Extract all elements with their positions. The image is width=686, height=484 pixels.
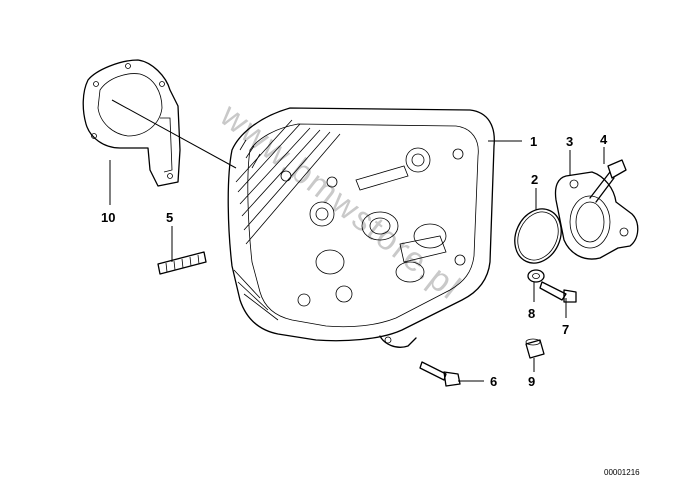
- callout-5: 5: [166, 210, 173, 225]
- leader-line-gasket: [111, 99, 237, 169]
- bolt-part-6: [419, 361, 461, 387]
- callout-10: 10: [101, 210, 115, 225]
- gasket-part-10: [82, 59, 181, 187]
- callout-1: 1: [530, 134, 537, 149]
- callout-8: 8: [528, 306, 535, 321]
- o-ring-part-2: [514, 208, 562, 264]
- bolt-part-7: [539, 281, 577, 303]
- callout-2: 2: [531, 172, 538, 187]
- plug-part-9: [525, 338, 545, 359]
- flange-part-3: [554, 171, 639, 260]
- diagram-code: 00001216: [604, 468, 640, 477]
- bolt-part-4: [589, 159, 627, 203]
- callout-7: 7: [562, 322, 569, 337]
- callout-3: 3: [566, 134, 573, 149]
- callout-4: 4: [600, 132, 608, 147]
- washer-part-8: [527, 269, 545, 283]
- stud-part-5: [157, 251, 207, 275]
- cylinder-head-part-1: [227, 107, 495, 348]
- callout-9: 9: [528, 374, 535, 389]
- callout-6: 6: [490, 374, 497, 389]
